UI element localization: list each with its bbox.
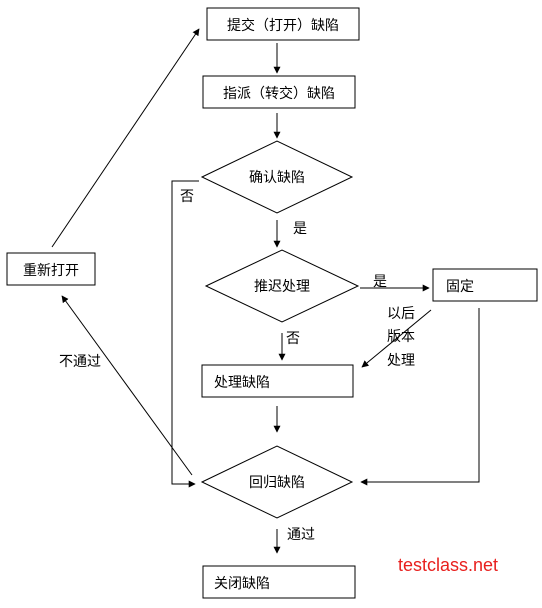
edge-confirm-no [171,180,199,488]
edge-fixed-handle [361,309,432,368]
edge-regress-reopen [61,295,193,476]
edge-label-confirm-yes: 是 [293,221,307,237]
node-submit: 提交（打开）缺陷 [206,7,360,41]
node-handle: 处理缺陷 [201,364,354,398]
edge-label-later-3: 处理 [387,353,415,369]
node-handle-label: 处理缺陷 [214,375,270,391]
edge-label-confirm-no: 否 [180,189,194,205]
node-close-label: 关闭缺陷 [214,576,270,592]
node-reopen-label: 重新打开 [23,262,79,279]
node-regress: 回归缺陷 [200,445,354,519]
node-assign: 指派（转交）缺陷 [202,75,356,109]
node-defer: 推迟处理 [204,249,360,323]
edge-label-defer-no: 否 [286,331,300,347]
node-reopen: 重新打开 [6,252,96,286]
node-close: 关闭缺陷 [202,565,356,599]
watermark-text: testclass.net [398,555,498,575]
edge-label-later-2: 版本 [387,329,415,345]
edge-reopen-submit [51,28,200,248]
node-defer-label: 推迟处理 [254,279,310,295]
node-regress-label: 回归缺陷 [249,474,305,491]
node-fixed: 固定 [432,268,538,302]
edge-label-defer-yes: 是 [373,274,387,290]
edge-fixed-regress [360,308,480,486]
node-assign-label: 指派（转交）缺陷 [223,85,335,102]
node-confirm: 确认缺陷 [200,140,354,214]
edge-label-fail: 不通过 [59,354,101,370]
node-fixed-label: 固定 [446,279,474,295]
node-submit-label: 提交（打开）缺陷 [227,17,339,34]
edge-label-later-1: 以后 [387,306,415,322]
edge-label-pass: 通过 [287,527,315,543]
node-confirm-label: 确认缺陷 [249,170,305,186]
